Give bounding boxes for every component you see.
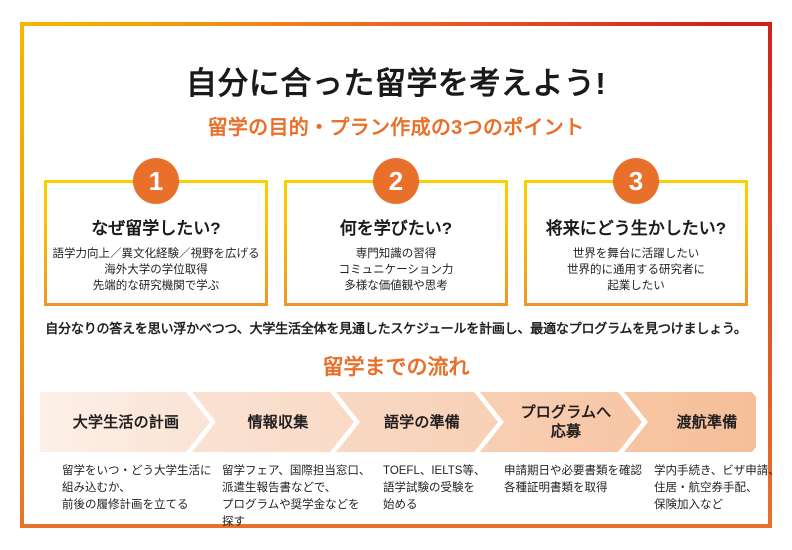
point-line: 語学力向上／異文化経験／視野を広げる	[52, 248, 260, 260]
point-line: 専門知識の習得	[355, 248, 437, 260]
page-subtitle: 留学の目的・プラン作成の3つのポイント	[207, 117, 585, 139]
point-content-3: 将来にどう生かしたい? 世界を舞台に活躍したい 世界的に通用する研究者に 起業し…	[524, 180, 748, 306]
flow-descriptions: 留学をいつ・どう大学生活に 組み込むか、 前後の履修計画を立てる 留学フェア、国…	[40, 463, 780, 537]
frame-edge-left	[20, 22, 24, 528]
flow-step-chevron-3: 語学の準備	[344, 392, 494, 452]
point-lines-2: 専門知識の習得 コミュニケーション力 多様な価値観や思考	[339, 246, 454, 294]
point-line: 先端的な研究機関で学ぶ	[92, 280, 220, 292]
description-line: 住居・航空券手配、	[654, 482, 758, 494]
description-line: 語学試験の受験を	[383, 482, 475, 494]
point-content-2: 何を学びたい? 専門知識の習得 コミュニケーション力 多様な価値観や思考	[284, 180, 508, 306]
gradient-frame: 自分に合った留学を考えよう! 留学の目的・プラン作成の3つのポイント なぜ留学し…	[20, 22, 780, 528]
point-number-badge-2: 2	[373, 158, 419, 204]
flow-description-2: 留学フェア、国際担当窓口、 派遣生報告書などで、 プログラムや奨学金などを 探す	[222, 463, 382, 531]
point-number-badge-3: 3	[613, 158, 659, 204]
description-line: 留学をいつ・どう大学生活に	[62, 465, 212, 477]
point-heading-2: 何を学びたい?	[339, 219, 453, 238]
description-line: 留学フェア、国際担当窓口、	[222, 465, 371, 477]
flow-step-chevron-4: プログラムへ 応募	[488, 392, 638, 452]
flow-description-4: 申請期日や必要書類を確認 各種証明書類を取得	[504, 463, 674, 497]
point-line: 多様な価値観や思考	[344, 280, 448, 292]
flow-step-chevron-5: 渡航準備	[632, 392, 776, 452]
flow-step-label-1: 大学生活の計画	[72, 413, 180, 431]
flow-step-label-2: 情報収集	[247, 413, 309, 431]
flow-step-label-3: 語学の準備	[383, 413, 460, 431]
point-lines-1: 語学力向上／異文化経験／視野を広げる 海外大学の学位取得 先端的な研究機関で学ぶ	[53, 246, 260, 294]
flow-step-label-5: 渡航準備	[676, 413, 738, 431]
description-line: 各種証明書類を取得	[504, 482, 608, 494]
point-line: 世界的に通用する研究者に	[567, 264, 705, 276]
description-line: プログラムや奨学金などを	[222, 499, 360, 511]
flow-description-5: 学内手続き、ビザ申請、 住居・航空券手配、 保険加入など	[654, 463, 784, 514]
description-line: 始める	[383, 499, 418, 511]
description-line: 保険加入など	[654, 499, 723, 511]
poster-content: 自分に合った留学を考えよう! 留学の目的・プラン作成の3つのポイント なぜ留学し…	[24, 26, 780, 528]
flow-section-heading: 留学までの流れ	[322, 356, 470, 379]
flow-step-label-4: プログラムへ 応募	[520, 404, 612, 440]
description-line: TOEFL、IELTS等、	[383, 465, 486, 477]
description-line: 探す	[222, 516, 245, 528]
frame-edge-bottom	[20, 524, 772, 528]
flow-chevron-band: 大学生活の計画 情報収集 語学の準備 プログラムへ 応募 渡航準備	[40, 392, 776, 452]
point-heading-3: 将来にどう生かしたい?	[545, 219, 727, 238]
flow-description-1: 留学をいつ・どう大学生活に 組み込むか、 前後の履修計画を立てる	[62, 463, 212, 514]
flow-step-chevron-1: 大学生活の計画	[40, 392, 206, 452]
description-line: 学内手続き、ビザ申請、	[654, 465, 780, 477]
point-number-badge-1: 1	[133, 158, 179, 204]
point-box-1	[44, 180, 268, 306]
flow-step-chevron-2: 情報収集	[200, 392, 350, 452]
description-line: 申請期日や必要書類を確認	[504, 465, 642, 477]
description-line: 派遣生報告書などで、	[222, 482, 337, 494]
frame-edge-right	[768, 22, 772, 528]
chevron-shapes	[40, 392, 776, 452]
point-content-1: なぜ留学したい? 語学力向上／異文化経験／視野を広げる 海外大学の学位取得 先端…	[44, 180, 268, 306]
point-lines-3: 世界を舞台に活躍したい 世界的に通用する研究者に 起業したい	[567, 246, 705, 294]
point-heading-1: なぜ留学したい?	[91, 219, 221, 238]
lead-paragraph: 自分なりの答えを思い浮かべつつ、大学生活全体を見通したスケジュールを計画し、最適…	[45, 321, 747, 336]
page-title: 自分に合った留学を考えよう!	[185, 66, 607, 101]
point-line: コミュニケーション力	[338, 264, 454, 276]
point-line: 海外大学の学位取得	[104, 264, 208, 276]
point-line: 起業したい	[607, 280, 665, 292]
description-line: 前後の履修計画を立てる	[62, 499, 189, 511]
flow-description-3: TOEFL、IELTS等、 語学試験の受験を 始める	[383, 463, 523, 514]
points-section: なぜ留学したい? 語学力向上／異文化経験／視野を広げる 海外大学の学位取得 先端…	[44, 158, 748, 306]
description-line: 組み込むか、	[62, 482, 131, 494]
point-line: 世界を舞台に活躍したい	[572, 248, 700, 260]
